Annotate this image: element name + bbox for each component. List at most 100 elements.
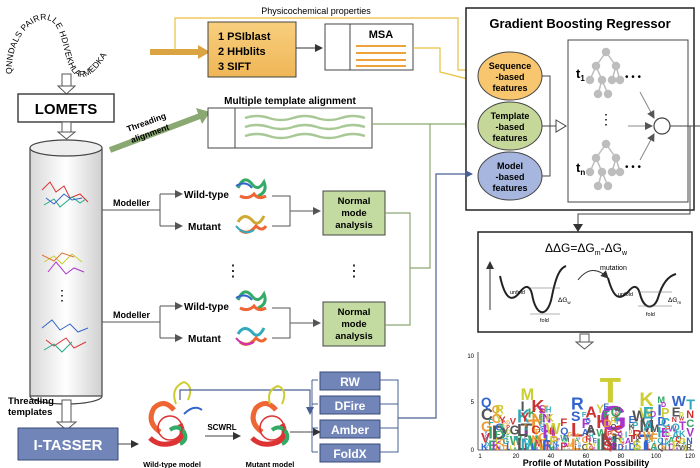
logo-letter: R bbox=[654, 443, 657, 448]
logo-letter: D bbox=[506, 421, 510, 427]
logo-letter: F bbox=[535, 428, 540, 437]
logo-letter: E bbox=[593, 437, 598, 444]
logo-letter: P bbox=[611, 442, 618, 453]
logo-letter: K bbox=[531, 396, 544, 416]
logo-letter: Q bbox=[607, 445, 612, 452]
logo-letter: L bbox=[517, 434, 528, 454]
logo-letter: H bbox=[524, 430, 528, 436]
svg-text:80: 80 bbox=[618, 454, 625, 460]
energy-amber: Amber bbox=[331, 423, 369, 437]
gbr-to-ddg-arrow bbox=[573, 126, 691, 232]
vdots-structures: ⋮ bbox=[225, 263, 241, 280]
logo-letter: M bbox=[521, 386, 535, 404]
logo-letter: Q bbox=[481, 395, 492, 410]
nma-to-model-features bbox=[385, 124, 431, 326]
logo-letter: I bbox=[575, 445, 577, 452]
logo-letter: N bbox=[636, 447, 638, 451]
threading-templates-label-1: Threading bbox=[8, 396, 54, 407]
mutation-profile-logo: 10 5 0 1 20 40 60 80 100 120 KVGCQCDEQYE… bbox=[467, 352, 696, 460]
logo-letter: P bbox=[632, 421, 638, 431]
logo-letter: F bbox=[582, 410, 587, 419]
logo-letter: G bbox=[539, 419, 546, 429]
logo-letter: L bbox=[549, 426, 555, 437]
logo-letter: D bbox=[636, 442, 639, 446]
ddg-formula: ΔΔG=ΔGm-ΔGw bbox=[545, 241, 628, 257]
logo-letter: C bbox=[582, 442, 588, 452]
logo-letter: E bbox=[661, 425, 670, 440]
modeller-row-1: Modeller Wild-type Mutant bbox=[102, 178, 321, 234]
logo-letter: N bbox=[542, 412, 551, 426]
logo-letter: D bbox=[503, 443, 509, 452]
logo-letter: N bbox=[686, 409, 694, 421]
svg-text:features: features bbox=[492, 133, 527, 143]
logo-letter: D bbox=[661, 401, 666, 409]
svg-text:analysis: analysis bbox=[335, 220, 373, 231]
logo-letter: S bbox=[571, 409, 580, 425]
logo-letter: G bbox=[647, 434, 651, 440]
logo-letter: W bbox=[510, 434, 522, 448]
logo-letter: W bbox=[614, 407, 621, 414]
gbr-title: Gradient Boosting Regressor bbox=[489, 16, 670, 31]
svg-text:Template: Template bbox=[491, 111, 530, 121]
logo-letter: F bbox=[621, 444, 624, 449]
physicochemical-label: Physicochemical properties bbox=[261, 6, 371, 16]
logo-letter: Y bbox=[614, 416, 620, 426]
logo-letter: I bbox=[596, 435, 601, 454]
svg-text:60: 60 bbox=[583, 454, 590, 460]
logo-letter: T bbox=[629, 433, 636, 445]
logo-letter: M bbox=[553, 446, 557, 452]
logo-letter: D bbox=[492, 422, 507, 444]
logo-letter: K bbox=[654, 446, 657, 451]
msa-to-features-line bbox=[413, 47, 473, 81]
logo-letter: E bbox=[607, 441, 611, 447]
svg-text:Normal: Normal bbox=[338, 196, 371, 207]
logo-letter: E bbox=[629, 415, 636, 426]
msa-label: MSA bbox=[369, 29, 394, 41]
modeller-label-2: Modeller bbox=[113, 310, 151, 320]
logo-letter: V bbox=[481, 431, 490, 446]
modeller-row-2: Modeller Wild-type Mutant bbox=[102, 290, 321, 346]
nma-box-2: Normal mode analysis bbox=[322, 301, 386, 347]
logo-letter: M bbox=[567, 442, 572, 449]
logo-letter: M bbox=[535, 439, 542, 449]
logo-letter: H bbox=[557, 447, 559, 451]
logo-letter: N bbox=[636, 445, 639, 449]
logo-letter: S bbox=[539, 404, 547, 416]
logo-letter: L bbox=[510, 445, 514, 452]
logo-letter: Y bbox=[521, 410, 530, 425]
logo-letter: P bbox=[607, 429, 612, 438]
tools-box: 1 PSIblast 2 HHblits 3 SIFT bbox=[207, 21, 297, 78]
logo-letter: I bbox=[625, 443, 627, 452]
svg-text:ΔGw: ΔGw bbox=[558, 297, 571, 305]
logo-letter: L bbox=[571, 435, 581, 454]
tree-vdots: ⋮ bbox=[599, 111, 613, 127]
logo-letter: Q bbox=[578, 441, 581, 445]
logo-letter: Y bbox=[499, 415, 506, 426]
logo-letter: G bbox=[495, 422, 503, 434]
logo-letter: I bbox=[665, 430, 667, 439]
logo-letter: M bbox=[650, 423, 659, 435]
logo-letter: L bbox=[589, 441, 593, 447]
logo-letter: C bbox=[686, 418, 694, 430]
logo-letter: L bbox=[495, 443, 500, 452]
svg-text:unfold: unfold bbox=[618, 292, 633, 298]
logo-letter: D bbox=[668, 442, 675, 452]
logo-letter: W bbox=[596, 428, 607, 440]
mutant-model-label: Mutant model bbox=[246, 460, 295, 468]
logo-letter: K bbox=[546, 413, 554, 425]
logo-letter: G bbox=[600, 400, 627, 439]
logo-letter: T bbox=[621, 447, 623, 451]
svg-text:fold: fold bbox=[540, 318, 549, 324]
logo-letter: R bbox=[535, 446, 539, 451]
mutant-label-2: Mutant bbox=[188, 334, 221, 345]
logo-letter: M bbox=[657, 395, 665, 405]
logo-letter: G bbox=[503, 436, 510, 446]
logo-letter: W bbox=[546, 421, 561, 438]
logo-letter: E bbox=[524, 423, 527, 428]
logo-letter: G bbox=[679, 436, 686, 446]
logo-columns: KVGCQCDEQYEIFKDCQLLFGYRIQYNYDGRVEALLFDPD… bbox=[481, 372, 695, 457]
logo-letter: T bbox=[557, 440, 560, 444]
logo-letter: R bbox=[614, 432, 622, 444]
logo-letter: V bbox=[510, 417, 517, 428]
logo-letter: L bbox=[517, 420, 528, 440]
